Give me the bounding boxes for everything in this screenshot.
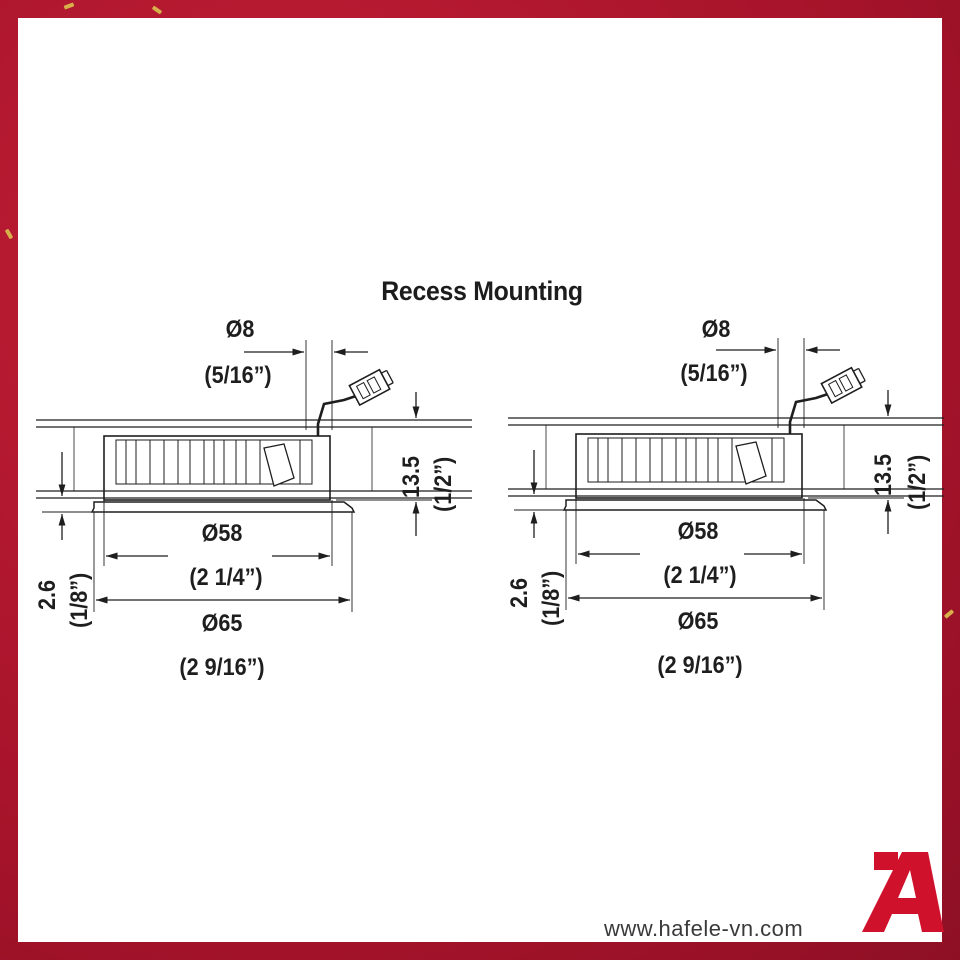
right-rim-label: 2.6 [506, 577, 533, 608]
left-inner-diameter-label: Ø58 [201, 520, 243, 547]
left-height-inch-label: (1/2”) [430, 456, 457, 512]
right-outer-diameter-label: Ø65 [677, 608, 719, 635]
left-outer-diameter-label: Ø65 [201, 610, 243, 637]
left-rim-label: 2.6 [34, 579, 61, 610]
right-outer-diameter-inch-label: (2 9/16”) [657, 652, 743, 679]
diagram-title: Recess Mounting [381, 276, 583, 306]
left-cable-diameter-inch-label: (5/16”) [204, 362, 272, 389]
left-height-label: 13.5 [398, 455, 425, 498]
left-rim-inch-label: (1/8”) [66, 572, 93, 628]
right-inner-diameter-label: Ø58 [677, 518, 719, 545]
right-inner-diameter-inch-label: (2 1/4”) [663, 562, 737, 589]
right-cable-diameter-inch-label: (5/16”) [680, 360, 748, 387]
right-rim-inch-label: (1/8”) [538, 570, 565, 626]
diagram-panel [18, 18, 942, 942]
right-cable-diameter-label: Ø8 [701, 316, 731, 343]
left-outer-diameter-inch-label: (2 9/16”) [179, 654, 265, 681]
website-url[interactable]: www.hafele-vn.com [604, 916, 804, 941]
left-inner-diameter-inch-label: (2 1/4”) [189, 564, 263, 591]
left-cable-diameter-label: Ø8 [225, 316, 255, 343]
right-height-inch-label: (1/2”) [904, 454, 931, 510]
hafele-logo-icon [862, 852, 944, 932]
right-height-label: 13.5 [870, 453, 897, 496]
